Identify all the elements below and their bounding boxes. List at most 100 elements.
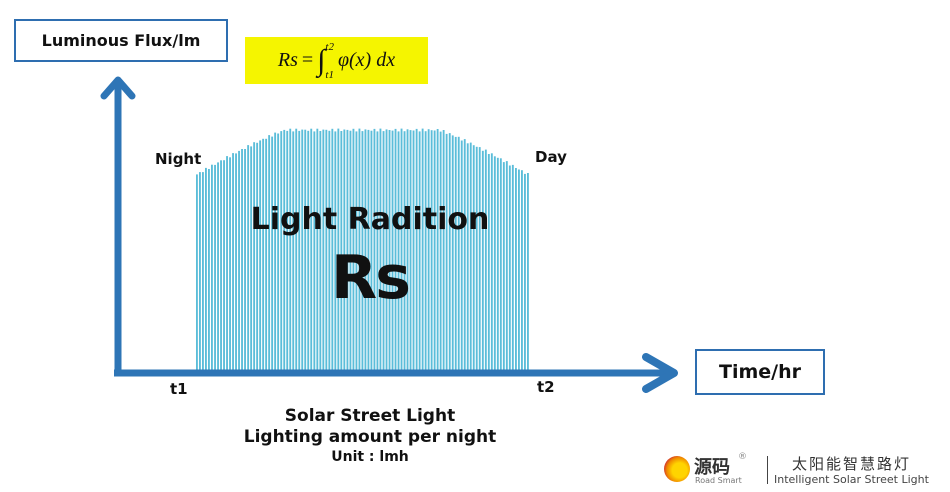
caption-line3: Unit : lmh xyxy=(331,449,409,465)
bar xyxy=(475,146,478,370)
bar xyxy=(391,130,394,370)
bar xyxy=(298,130,301,370)
bar xyxy=(436,129,439,370)
bar xyxy=(466,143,469,370)
bar xyxy=(427,129,430,370)
bar xyxy=(277,133,280,370)
bar xyxy=(265,138,268,370)
bar xyxy=(271,136,274,370)
bar xyxy=(367,129,370,370)
bar xyxy=(421,128,424,370)
bar xyxy=(301,129,304,370)
logo-divider xyxy=(767,456,768,484)
bar xyxy=(442,130,445,370)
caption-line2: Lighting amount per night xyxy=(243,427,497,447)
bar xyxy=(214,164,216,370)
bar xyxy=(478,147,481,370)
t1-label: t1 xyxy=(170,380,188,398)
bar xyxy=(424,131,427,370)
bar xyxy=(205,167,207,370)
bar xyxy=(385,129,388,370)
bar xyxy=(280,131,283,370)
bar xyxy=(515,168,517,370)
center-title: Light Radition xyxy=(250,202,490,237)
bar xyxy=(451,135,454,370)
bar xyxy=(481,150,484,370)
bar xyxy=(334,131,337,370)
bar xyxy=(370,130,373,370)
bar xyxy=(361,131,364,370)
bar xyxy=(379,128,382,370)
bar xyxy=(259,140,262,370)
bar xyxy=(232,153,234,370)
bar xyxy=(490,153,493,370)
bar xyxy=(247,145,250,370)
bar xyxy=(241,149,243,370)
caption-line1: Solar Street Light xyxy=(284,406,456,426)
bar xyxy=(454,136,457,370)
bar xyxy=(253,142,256,370)
bar xyxy=(295,128,298,370)
bar xyxy=(274,132,277,370)
brand-en: Road Smart xyxy=(695,476,742,485)
bar xyxy=(400,128,403,370)
bar xyxy=(518,169,520,370)
bar xyxy=(439,131,442,370)
bar xyxy=(235,153,237,370)
bar xyxy=(262,138,265,370)
bar xyxy=(524,173,526,370)
y-axis-arrowhead xyxy=(100,76,136,100)
bar xyxy=(352,128,355,370)
bar xyxy=(469,142,472,370)
integrand: φ(x) dx xyxy=(337,49,396,71)
brand-cn: 源码 xyxy=(694,457,730,478)
bar xyxy=(382,131,385,370)
bar xyxy=(448,133,451,370)
bar xyxy=(358,128,361,370)
bar xyxy=(445,133,448,370)
formula-lhs: Rs xyxy=(277,49,298,71)
bar xyxy=(355,131,358,370)
bar xyxy=(322,129,325,370)
bar xyxy=(527,173,529,370)
bar xyxy=(406,129,409,370)
bar xyxy=(394,128,397,370)
bar xyxy=(220,160,222,370)
bar xyxy=(403,131,406,370)
caption: Solar Street Light Lighting amount per n… xyxy=(230,406,510,466)
bar xyxy=(505,161,508,370)
bar xyxy=(331,128,334,370)
x-axis-arrowhead xyxy=(642,353,678,393)
bar xyxy=(250,146,253,370)
lower-limit: t1 xyxy=(325,68,334,81)
bar xyxy=(343,129,346,370)
bar xyxy=(487,154,490,370)
bar xyxy=(313,131,316,370)
bar xyxy=(199,172,201,370)
upper-limit: t2 xyxy=(325,40,334,53)
bar xyxy=(493,156,496,370)
bar xyxy=(457,136,460,370)
day-label: Day xyxy=(535,148,567,166)
night-label: Night xyxy=(155,150,202,168)
tagline-en: Intelligent Solar Street Light xyxy=(774,473,929,486)
integral-sign: ∫ xyxy=(317,43,326,77)
bar xyxy=(460,140,463,370)
bar xyxy=(397,131,400,370)
x-axis-label: Time/hr xyxy=(695,349,825,395)
bar xyxy=(412,130,415,370)
bar xyxy=(499,158,502,370)
bar xyxy=(208,169,210,370)
bar xyxy=(226,156,228,370)
bar xyxy=(433,130,436,370)
bar xyxy=(409,130,412,370)
bar xyxy=(373,128,376,370)
bar xyxy=(304,129,307,370)
bar xyxy=(430,130,433,370)
bar xyxy=(463,139,466,370)
bar xyxy=(289,128,292,370)
y-axis-label: Luminous Flux/lm xyxy=(14,19,228,62)
bar xyxy=(325,129,328,370)
